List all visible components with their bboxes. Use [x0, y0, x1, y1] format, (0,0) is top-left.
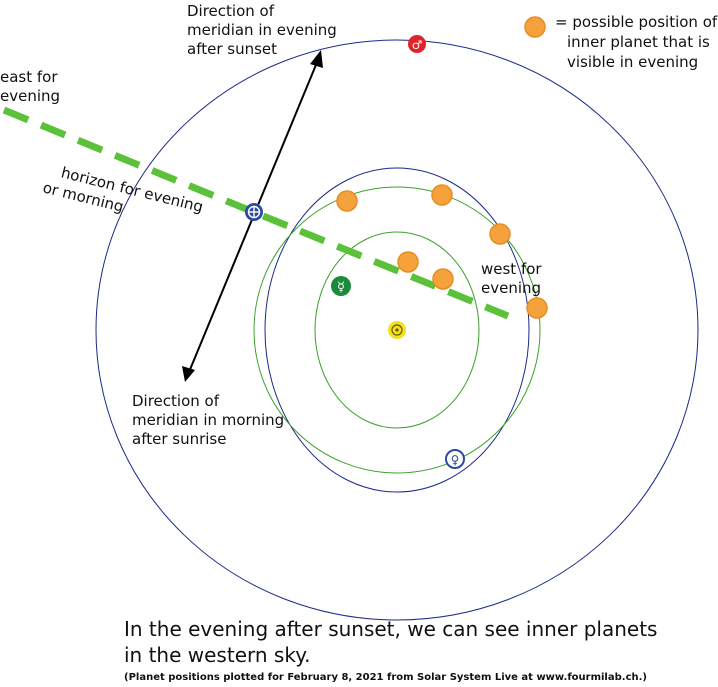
venus-icon: ♀ — [445, 449, 465, 469]
legend-marker — [524, 16, 546, 38]
mercury-symbol: ☿ — [337, 280, 345, 295]
west-line1: west for — [481, 260, 542, 278]
meridian-arrowhead-morning — [182, 366, 195, 382]
legend-line2: inner planet that is — [567, 33, 710, 51]
mars-orbit — [95, 39, 699, 621]
mars-symbol: ♂ — [412, 38, 423, 52]
meridian-arrowhead-evening — [310, 50, 323, 68]
meridian-morning-label: Direction of meridian in morning after s… — [132, 392, 284, 449]
orbits — [95, 39, 699, 621]
venus-orbit — [253, 186, 541, 474]
mercury-orbit — [314, 231, 480, 429]
horizon-line — [2, 106, 510, 320]
possible-position-marker — [489, 223, 511, 245]
east-line1: east for — [0, 68, 58, 86]
legend-line1: = possible position of — [555, 13, 718, 31]
meridian-evening-line1: Direction of — [187, 2, 274, 20]
meridian-evening-line3: after sunset — [187, 40, 278, 58]
mars-icon: ♂ — [408, 35, 426, 53]
possible-position-marker — [397, 251, 419, 273]
credit-note: (Planet positions plotted for February 8… — [124, 672, 647, 683]
east-label: east for evening — [0, 68, 60, 106]
legend: = possible position of inner planet that… — [555, 12, 717, 72]
venus-symbol: ♀ — [451, 453, 460, 467]
east-line2: evening — [0, 87, 61, 105]
caption: In the evening after sunset, we can see … — [124, 616, 657, 668]
caption-line2: in the western sky. — [124, 643, 311, 667]
mercury-icon: ☿ — [331, 276, 351, 296]
possible-positions — [336, 184, 548, 319]
meridian-morning-line3: after sunrise — [132, 430, 227, 448]
earth-orbit — [264, 167, 530, 493]
earth-icon — [245, 203, 263, 221]
meridian-morning-line1: Direction of — [132, 392, 219, 410]
meridian-morning-line2: meridian in morning — [132, 411, 285, 429]
west-line2: evening — [481, 279, 542, 297]
possible-position-marker — [336, 190, 358, 212]
possible-position-marker — [526, 297, 548, 319]
west-label: west for evening — [481, 260, 542, 298]
possible-position-marker — [431, 184, 453, 206]
sun-icon — [388, 321, 406, 339]
legend-line3: visible in evening — [567, 53, 699, 71]
caption-line1: In the evening after sunset, we can see … — [124, 617, 658, 641]
meridian-evening-label: Direction of meridian in evening after s… — [187, 2, 337, 59]
possible-position-marker — [432, 268, 454, 290]
meridian-evening-line2: meridian in evening — [187, 21, 337, 39]
